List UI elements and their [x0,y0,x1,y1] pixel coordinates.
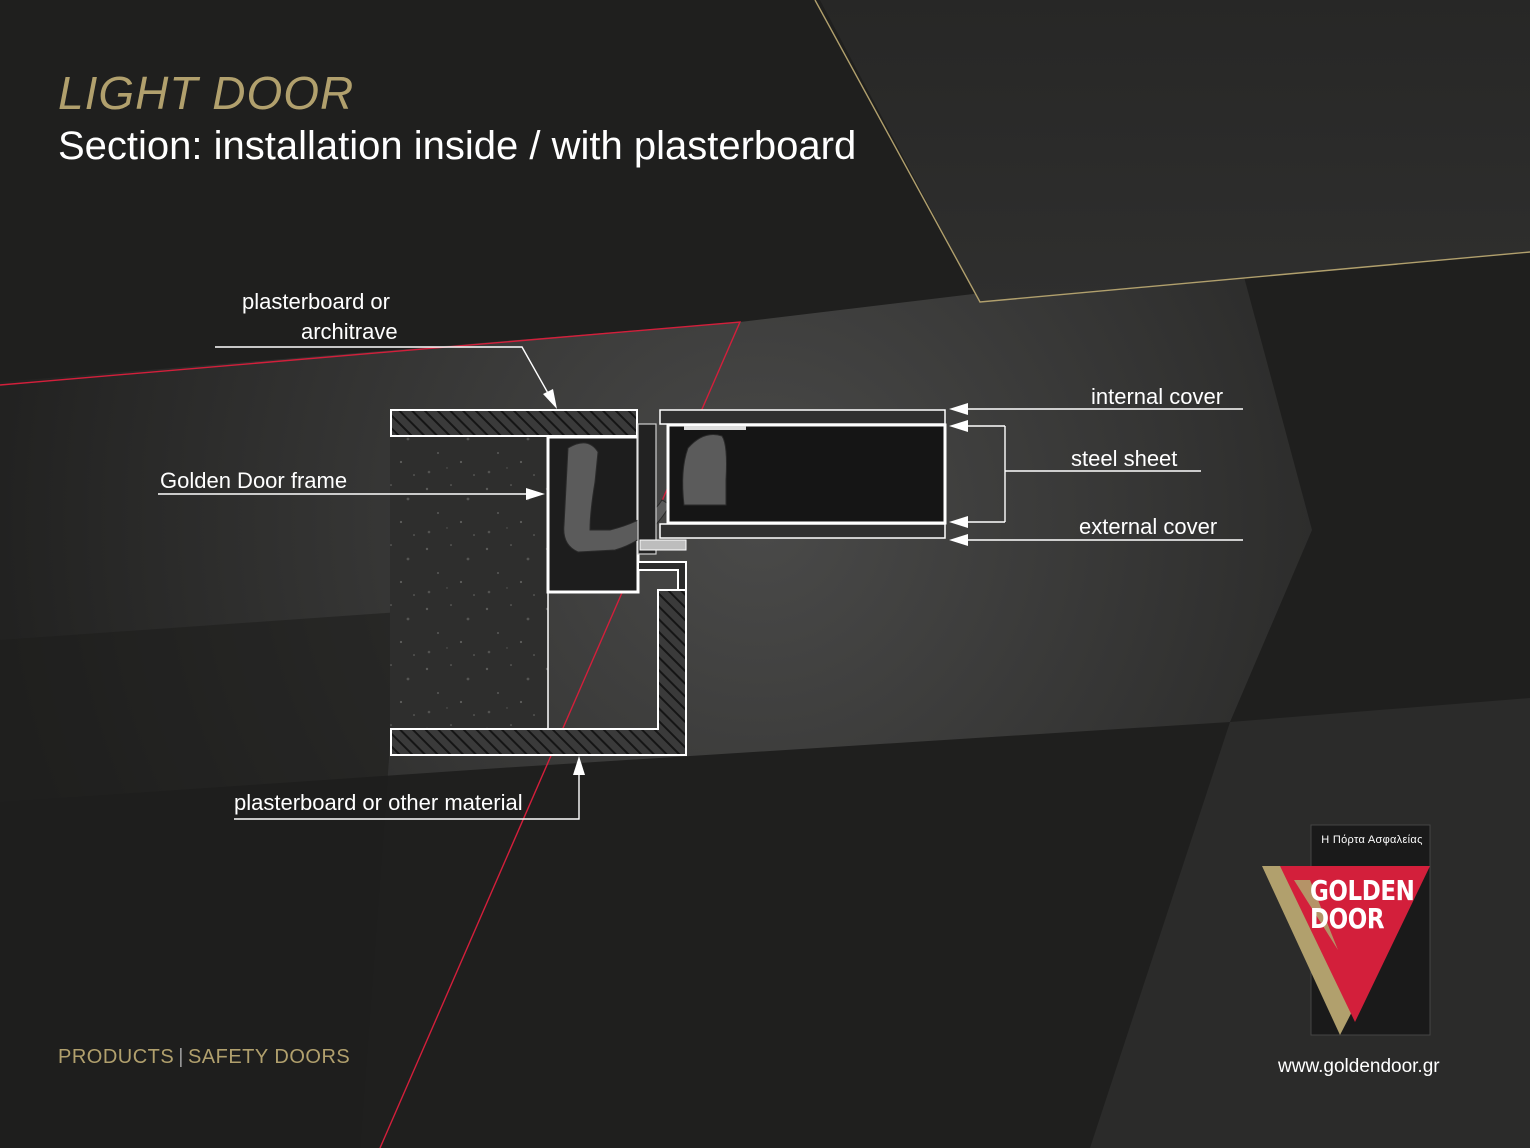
arrow-internal-cover [949,403,968,415]
arrow-external-cover [949,534,968,546]
footer-products: PRODUCTS [58,1046,175,1068]
background-dark-left-wedge [0,612,400,1148]
bottom-seal [639,539,687,551]
logo-tagline: Η Πόρτα Ασφαλείας [1321,834,1423,846]
footer-safety-doors: SAFETY DOORS [187,1046,351,1068]
label-steel-sheet: steel sheet [1071,446,1178,471]
frame-return [637,561,687,591]
label-plasterboard-top-line1: plasterboard or [242,289,390,314]
label-external-cover: external cover [1079,514,1218,539]
gold-accent-line [814,0,1530,303]
arrow-plasterboard-bottom [573,756,585,775]
label-internal-cover: internal cover [1091,384,1224,409]
internal-cover-panel [659,409,946,425]
label-plasterboard-bottom: plasterboard or other material [234,790,523,815]
external-cover-panel [659,523,946,539]
label-plasterboard-top-line2: architrave [301,319,398,344]
plasterboard-top [390,409,638,437]
label-frame: Golden Door frame [160,468,348,493]
door-frame [546,435,640,594]
footer-divider: | [178,1046,184,1068]
logo-name-line2: DOOR [1310,902,1385,935]
website-url[interactable]: www.goldendoor.gr [1278,1056,1440,1077]
arrow-plasterboard-top [543,389,557,409]
leader-plasterboard-bottom [234,772,580,820]
leaf-gasket [682,434,727,506]
arrow-frame [526,488,545,500]
footer-category: PRODUCTS|SAFETY DOORS [58,1046,350,1069]
logo-inner-gold [1294,880,1338,950]
background-top-band [820,0,1530,302]
frame-stop [637,423,657,555]
page-title: LIGHT DOOR [58,67,355,119]
leader-steel-sheet [962,425,1201,523]
hinge-strip [684,426,746,430]
arrow-steel-sheet-bottom [949,516,968,528]
arrow-steel-sheet-top [949,420,968,432]
wall-cavity-outline [547,590,658,730]
logo-wordmark: GOLDEN DOOR [1310,874,1415,935]
red-accent-line [0,321,742,1148]
leader-plasterboard-top [215,346,554,403]
page-subtitle: Section: installation inside / with plas… [58,124,857,168]
wall-concrete [390,436,548,728]
logo-name-line1: GOLDEN [1310,874,1415,907]
